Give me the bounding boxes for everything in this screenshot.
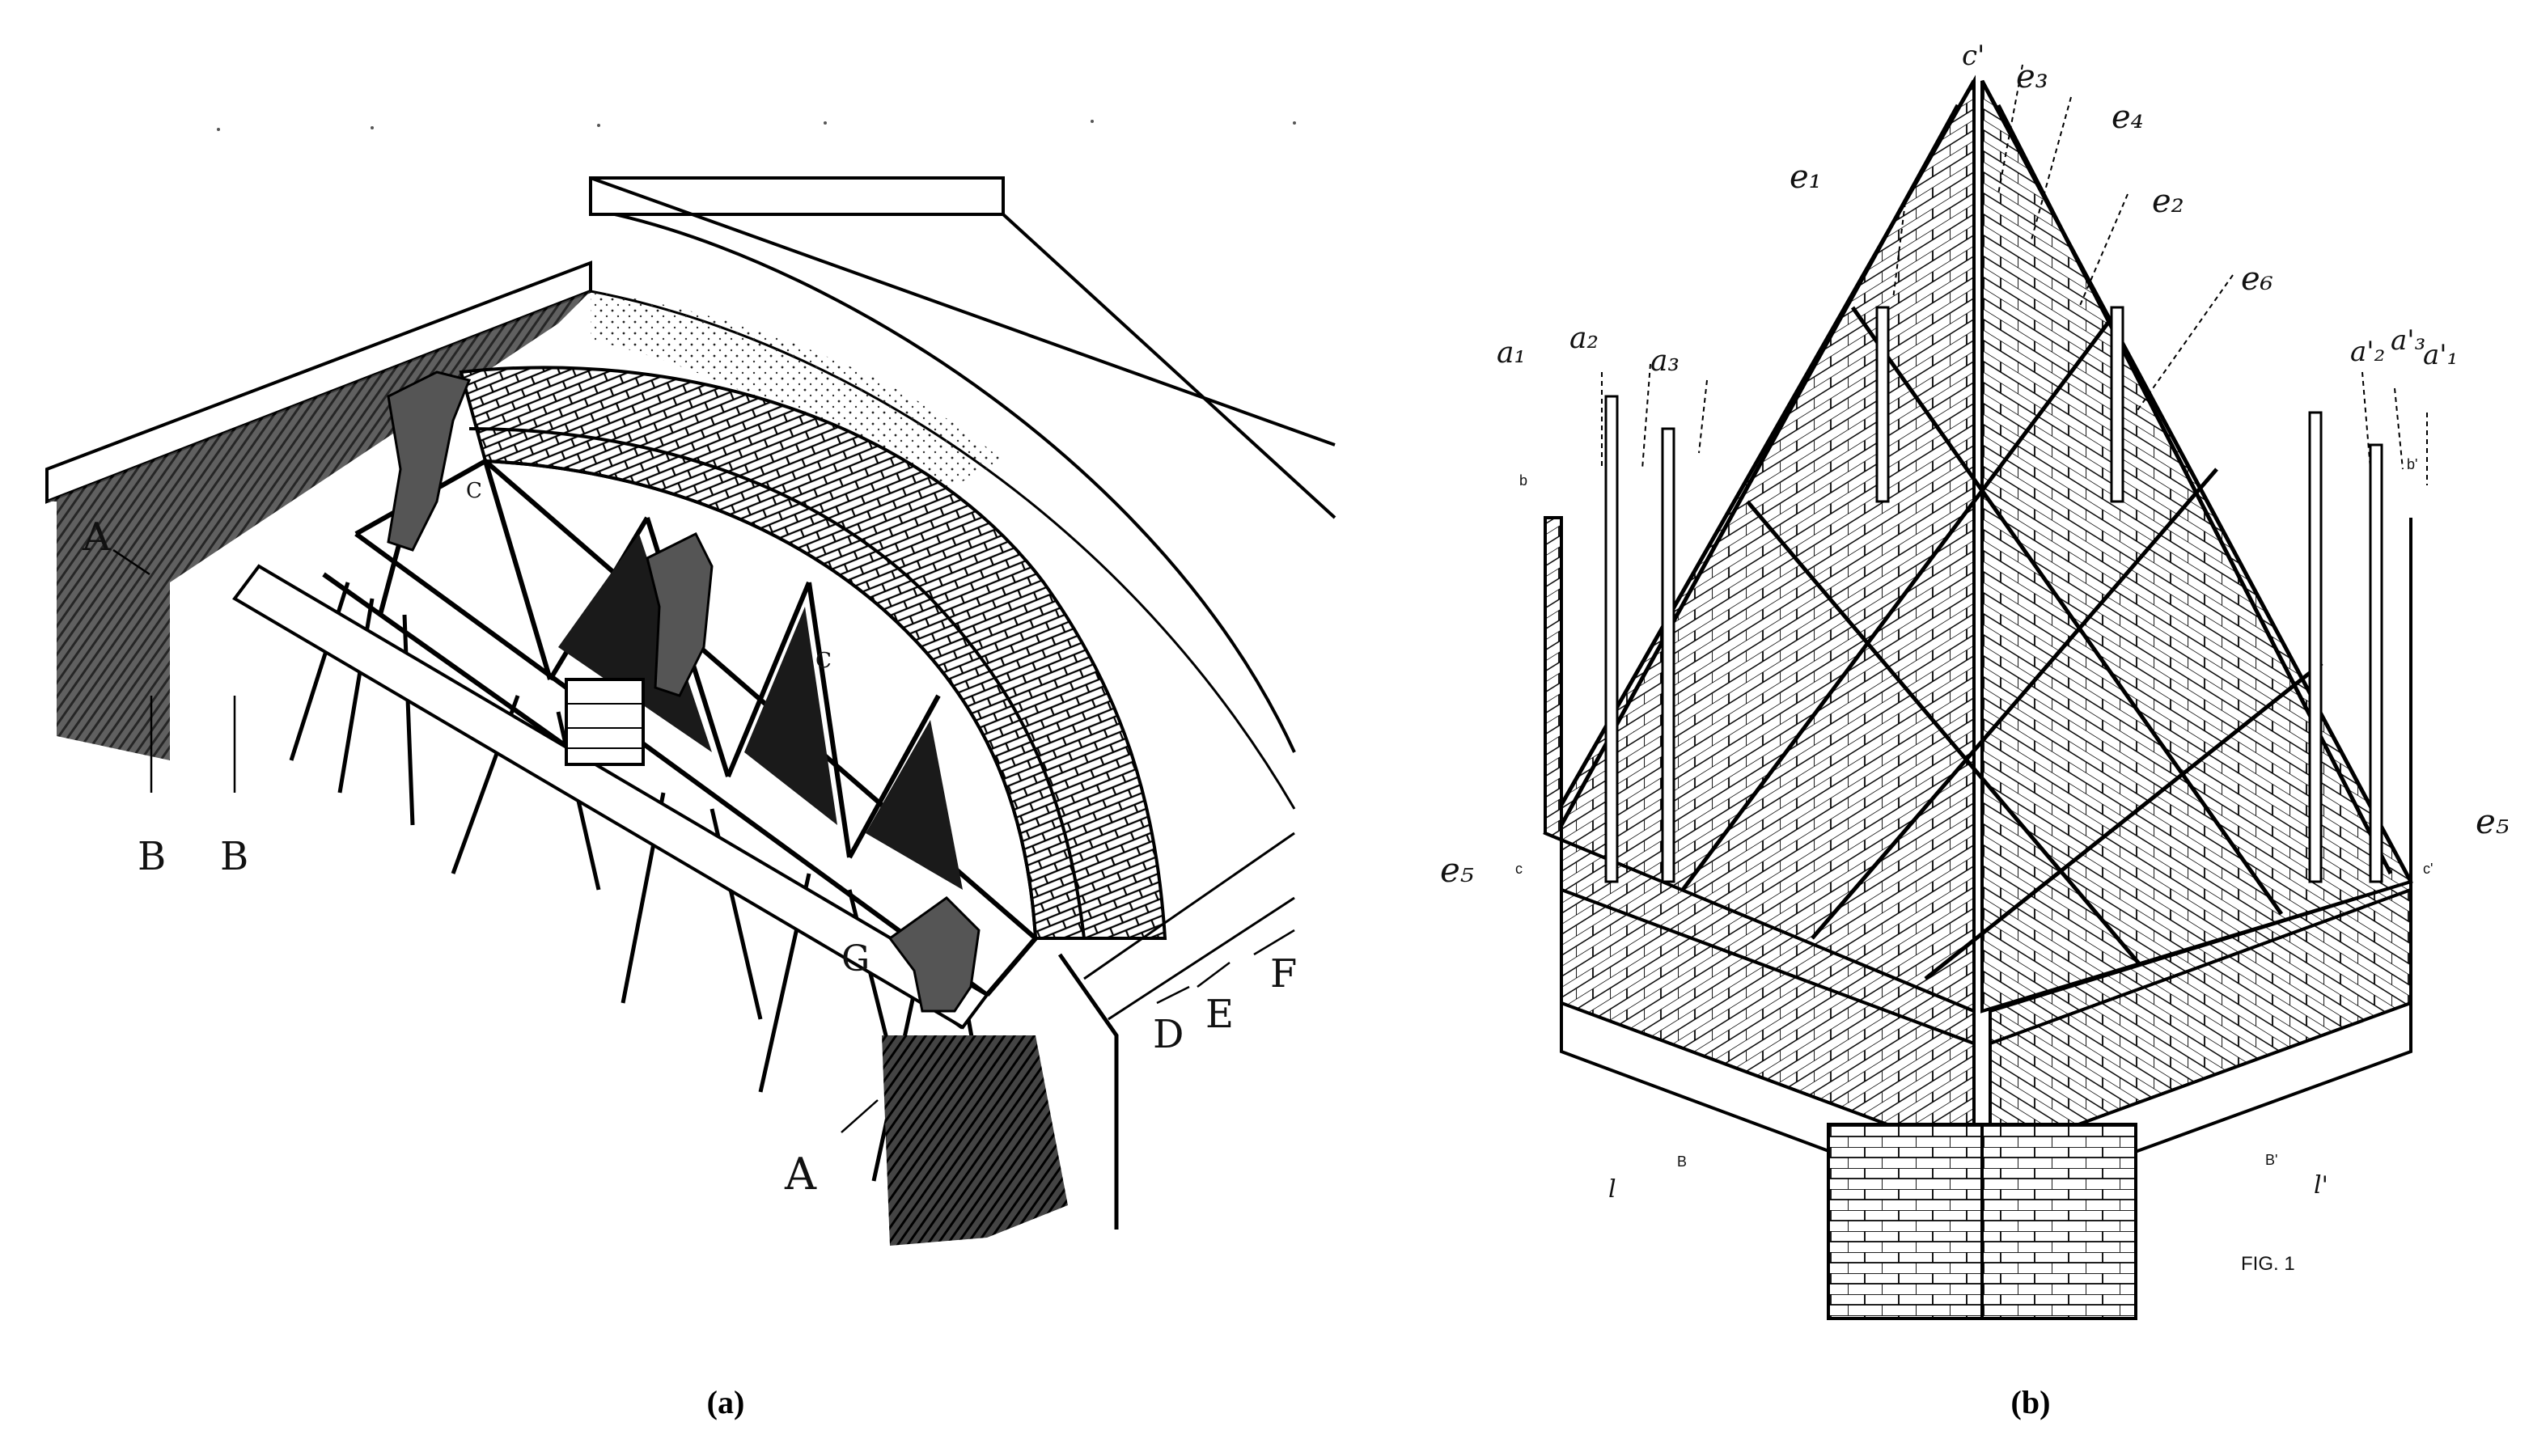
label-c-left: c	[1515, 861, 1523, 877]
label-l-left: l	[1608, 1175, 1616, 1204]
label-a3-prime: a'₃	[2391, 324, 2425, 357]
label-c-prime-top: c'	[1962, 40, 1984, 72]
leader-lines-b	[1601, 64, 2428, 485]
label-C-arch: C	[815, 649, 832, 673]
lower-shadow	[882, 1035, 1068, 1246]
label-D: D	[1153, 1012, 1184, 1057]
label-l-prime: l'	[2314, 1171, 2328, 1200]
column-right-face	[1980, 1123, 2137, 1320]
column-left-face	[1827, 1123, 1984, 1320]
label-e1: e₁	[1790, 159, 1822, 196]
label-e5-right: e₅	[2476, 802, 2508, 841]
ground-lines	[1083, 832, 1295, 1021]
caption-a: (a)	[706, 1384, 745, 1420]
truss-dark-panels	[558, 534, 963, 890]
label-b-upper: b	[1519, 472, 1527, 489]
caption-b: (b)	[2010, 1384, 2051, 1420]
label-a3: a₃	[1650, 345, 1679, 378]
label-A-bottom: A	[784, 1149, 817, 1200]
label-G: G	[841, 938, 870, 980]
label-a2-prime: a'₂	[2350, 336, 2385, 368]
label-B-second: B	[220, 834, 248, 879]
label-A-left: A	[82, 514, 112, 560]
left-wall-hatch	[47, 291, 591, 760]
arch-ribs	[468, 427, 1086, 939]
label-e3: e₃	[2016, 58, 2048, 95]
panel-a-drawing: A B B C C G A D E F	[45, 120, 1336, 1246]
label-B-prime: B'	[2265, 1152, 2277, 1168]
riveted-posts	[1604, 306, 2383, 883]
panel-b-drawing: c' e₃ e₄ e₁ e₂ e₆ a₁ a₂ a₃ a'₂ a'₃ a'₁ b…	[1440, 40, 2508, 1320]
label-a1-prime: a'₁	[2423, 339, 2458, 371]
label-F: F	[1270, 951, 1297, 997]
ceiling-slab-left	[1980, 80, 2413, 1014]
vault-stipple	[591, 291, 1003, 502]
label-e5-left: e₅	[1440, 850, 1474, 890]
wedge-block	[565, 678, 645, 766]
callout-leaders	[112, 548, 1295, 1133]
label-E: E	[1205, 992, 1234, 1037]
wall-right	[1989, 518, 2412, 1046]
dotted-scan-noise	[217, 120, 1296, 131]
label-c-right: c'	[2423, 861, 2433, 877]
label-b-prime-upper: b'	[2407, 456, 2417, 472]
figure-label: FIG. 1	[2241, 1253, 2295, 1275]
workers	[387, 370, 981, 1013]
label-a2: a₂	[1569, 322, 1599, 355]
plank-deck	[232, 564, 989, 1030]
label-e2: e₂	[2152, 183, 2184, 220]
label-a1: a₁	[1497, 336, 1526, 370]
front-pier	[1057, 953, 1119, 1230]
label-e6: e₆	[2241, 260, 2273, 298]
back-wall-cornice	[45, 176, 1336, 810]
label-B-first: B	[138, 834, 166, 879]
label-B-center: B	[1677, 1153, 1687, 1170]
label-e4: e₄	[2112, 99, 2144, 136]
label-C-center: C	[466, 479, 482, 503]
